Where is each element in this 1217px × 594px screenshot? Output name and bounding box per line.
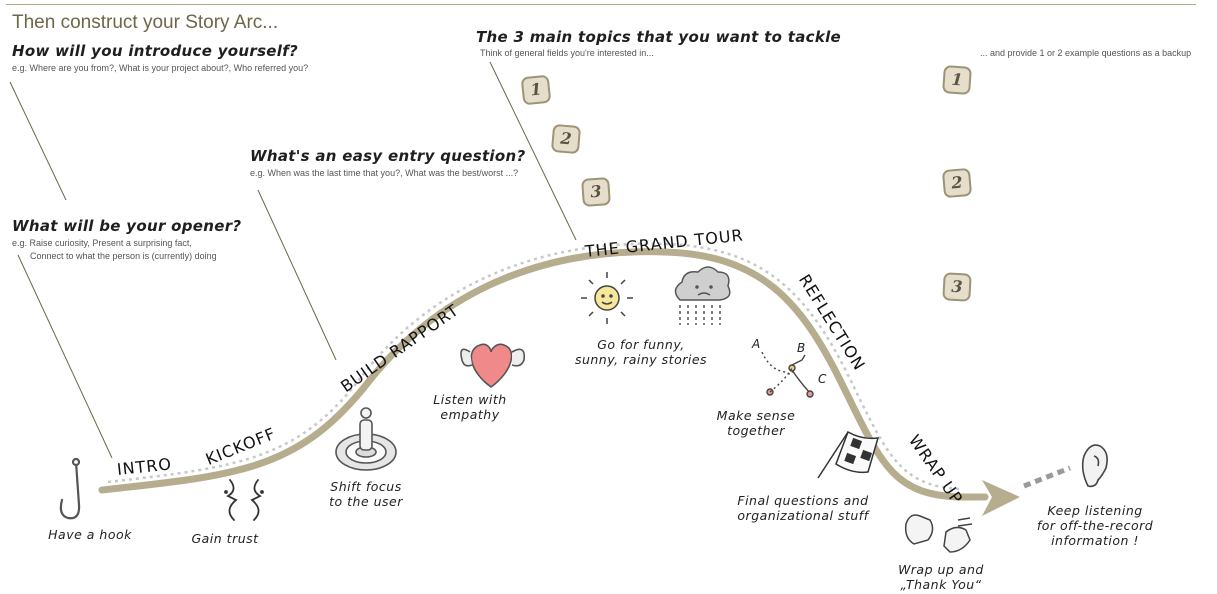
label-stories-line1: Go for funny, [566, 337, 716, 352]
label-hook: Have a hook [40, 527, 140, 542]
introduce-connector-line [10, 82, 66, 200]
label-wrap: Wrap up and „Thank You“ [886, 562, 996, 592]
hook-icon [61, 459, 79, 518]
label-stories: Go for funny, sunny, rainy stories [566, 337, 716, 367]
ear-icon [1083, 445, 1107, 486]
entry-connector-line [258, 190, 336, 360]
label-shift-line1: Shift focus [306, 479, 426, 494]
label-listen-line1: Keep listening [1020, 503, 1170, 518]
label-trust: Gain trust [180, 531, 270, 546]
trust-faces-icon [225, 480, 263, 520]
topics-connector-line [490, 62, 576, 240]
label-sense-line1: Make sense [708, 408, 804, 423]
label-keep-listening: Keep listening for off-the-record inform… [1020, 503, 1170, 548]
label-shift-line2: to the user [306, 494, 426, 509]
target-icon [336, 408, 396, 470]
label-sense-line2: together [708, 423, 804, 438]
label-wrap-line1: Wrap up and [886, 562, 996, 577]
label-shift-focus: Shift focus to the user [306, 479, 426, 509]
sun-icon [581, 272, 633, 324]
label-final: Final questions and organizational stuff [728, 493, 878, 523]
label-final-line2: organizational stuff [728, 508, 878, 523]
checkered-flag-icon [818, 432, 878, 478]
label-listen-line2: for off-the-record [1020, 518, 1170, 533]
sketch-letter-a: A [751, 337, 760, 351]
sketch-letter-c: C [818, 372, 827, 386]
opener-connector-line [18, 255, 112, 458]
label-final-line1: Final questions and [728, 493, 878, 508]
rain-cloud-icon [675, 267, 729, 325]
handshake-icon [906, 515, 972, 552]
label-empathy-line1: Listen with [415, 392, 525, 407]
sense-network-icon [762, 352, 813, 397]
label-stories-line2: sunny, rainy stories [566, 352, 716, 367]
sketch-letter-b: B [797, 341, 805, 355]
label-sense: Make sense together [708, 408, 804, 438]
label-empathy-line2: empathy [415, 407, 525, 422]
label-listen-line3: information ! [1020, 533, 1170, 548]
continuation-dashes [1024, 468, 1070, 486]
heart-ears-icon [461, 344, 524, 387]
label-empathy: Listen with empathy [415, 392, 525, 422]
label-wrap-line2: „Thank You“ [886, 577, 996, 592]
